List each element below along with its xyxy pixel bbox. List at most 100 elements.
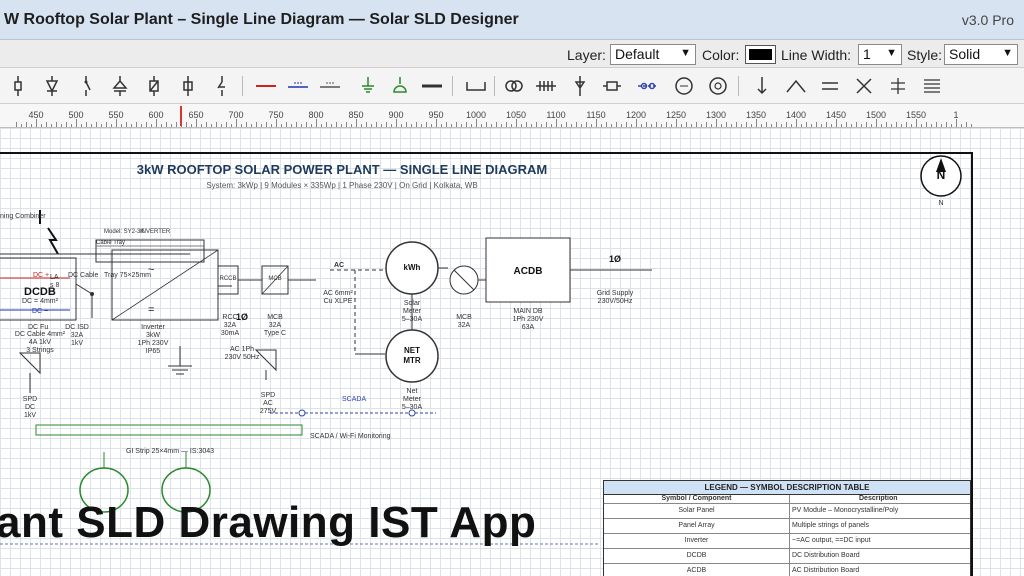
ruler-tick [746,122,747,127]
ground-icon[interactable] [356,74,380,98]
chevron-down-icon: ▼ [886,47,897,59]
scada-link-icon[interactable] [636,74,660,98]
cable-tray-l3: DC Cable [68,272,99,279]
busbar-icon[interactable] [420,74,444,98]
polyline-icon[interactable] [784,74,808,98]
dc-line-icon[interactable] [286,74,310,98]
window-title: W Rooftop Solar Plant – Single Line Diag… [4,11,519,28]
line-width-label: Line Width: [781,47,852,63]
ruler-tick [81,124,82,127]
diode-icon[interactable] [40,74,64,98]
breaker-icon[interactable] [142,74,166,98]
equal-lines-icon[interactable] [818,74,842,98]
motor-icon[interactable] [706,74,730,98]
resistor-icon[interactable] [6,74,30,98]
ruler-tick [611,124,612,127]
ruler-tick [466,122,467,127]
net-meter-face1: NET [404,346,420,355]
dcdb-detail3: 3 Strings [26,347,54,354]
ruler-tick [916,119,917,127]
dc-plus-label: DC + [33,272,50,279]
line-width-select[interactable]: 1 ▼ [858,44,902,65]
ruler-tick [896,122,897,127]
toolbar-separator [242,76,243,96]
ruler-tick-label: 1100 [546,110,566,120]
ac-line-icon[interactable] [318,74,342,98]
hash-icon[interactable] [886,74,910,98]
ruler-tick [366,122,367,127]
app-banner-caption: ant SLD Drawing IST App [0,498,537,547]
ruler-tick [236,119,237,127]
ruler-tick [806,122,807,127]
style-select[interactable]: Solid ▼ [944,44,1018,65]
cable-tray-l1: Cable Tray [96,240,126,246]
ruler-tick [126,122,127,127]
ruler-tick [426,122,427,127]
ruler-tick [246,122,247,127]
ruler-tick [356,119,357,127]
solar-meter-l3: 5–30A [401,316,423,323]
drawing-canvas[interactable]: 3kW ROOFTOP SOLAR POWER PLANT — SINGLE L… [0,128,1024,576]
layer-select[interactable]: Default ▼ [610,44,696,65]
legend-title: LEGEND — SYMBOL DESCRIPTION TABLE [604,481,970,495]
ct-icon[interactable] [502,74,526,98]
ruler-tick [71,124,72,127]
grid-l2: 230V/50Hz [597,298,633,305]
ruler-tick [346,122,347,127]
ruler-tick [821,124,822,127]
cross-icon[interactable] [852,74,876,98]
ruler-tick [696,122,697,127]
inverter-tag: Model: SY2-3K [104,229,145,235]
menu-lines-icon[interactable] [920,74,944,98]
ruler-tick [306,122,307,127]
ruler-tick [406,122,407,127]
property-bar: Layer: Default ▼ Color: Line Width: 1 ▼ … [0,40,1024,68]
mcb1-l1: MCB [267,314,283,321]
surge-icon[interactable] [534,74,558,98]
earth-pit-icon[interactable] [388,74,412,98]
plug-icon[interactable] [600,74,624,98]
energy-meter-icon[interactable] [672,74,696,98]
line-width-value: 1 [863,46,871,62]
north-arrow-label: N [938,200,944,207]
ruler-tick [296,122,297,127]
inverter-ac-symbol: ~ [148,264,155,276]
ruler-tick [886,122,887,127]
inverter-box-label: INVERTER [140,229,171,235]
ruler-tick [216,122,217,127]
ruler-tick [336,122,337,127]
dcdb-cable: DC = 4mm² [22,298,58,305]
ruler-tick [281,124,282,127]
layer-label: Layer: [567,47,606,63]
dcdb-detail1: DC Cable 4mm² [14,331,66,338]
grid-l1: Grid Supply [596,290,634,297]
arrow-down-icon[interactable] [750,74,774,98]
ruler-tick [51,124,52,127]
ruler-tick [231,124,232,127]
color-swatch[interactable] [745,45,776,64]
ruler-tick [511,124,512,127]
cable-tray-icon[interactable] [464,74,488,98]
ruler-tick [196,119,197,127]
spd-ac-l1: SPD [260,392,276,399]
rccb-name: RCCB [219,276,237,282]
scada-tag: SCADA [342,396,367,403]
transformer-icon[interactable] [108,74,132,98]
dc-minus-label: DC − [32,308,49,315]
ruler-tick [781,124,782,127]
ruler-tick [571,124,572,127]
legend-desc: ~=AC output, ==DC input [792,537,871,544]
meter-probe-icon[interactable] [568,74,592,98]
switch-icon[interactable] [74,74,98,98]
fuse-icon[interactable] [176,74,200,98]
ruler-tick [411,124,412,127]
isolator-icon[interactable] [210,74,234,98]
ruler-tick [436,119,437,127]
ruler-tick-label: 1000 [465,110,487,120]
spd-dc-l3: 1kV [23,412,37,419]
legend-symbol: Solar Panel [678,507,715,514]
red-line-icon[interactable] [254,74,278,98]
ruler-tick-label: 1450 [825,110,847,120]
ruler-tick-label: 850 [348,110,364,120]
